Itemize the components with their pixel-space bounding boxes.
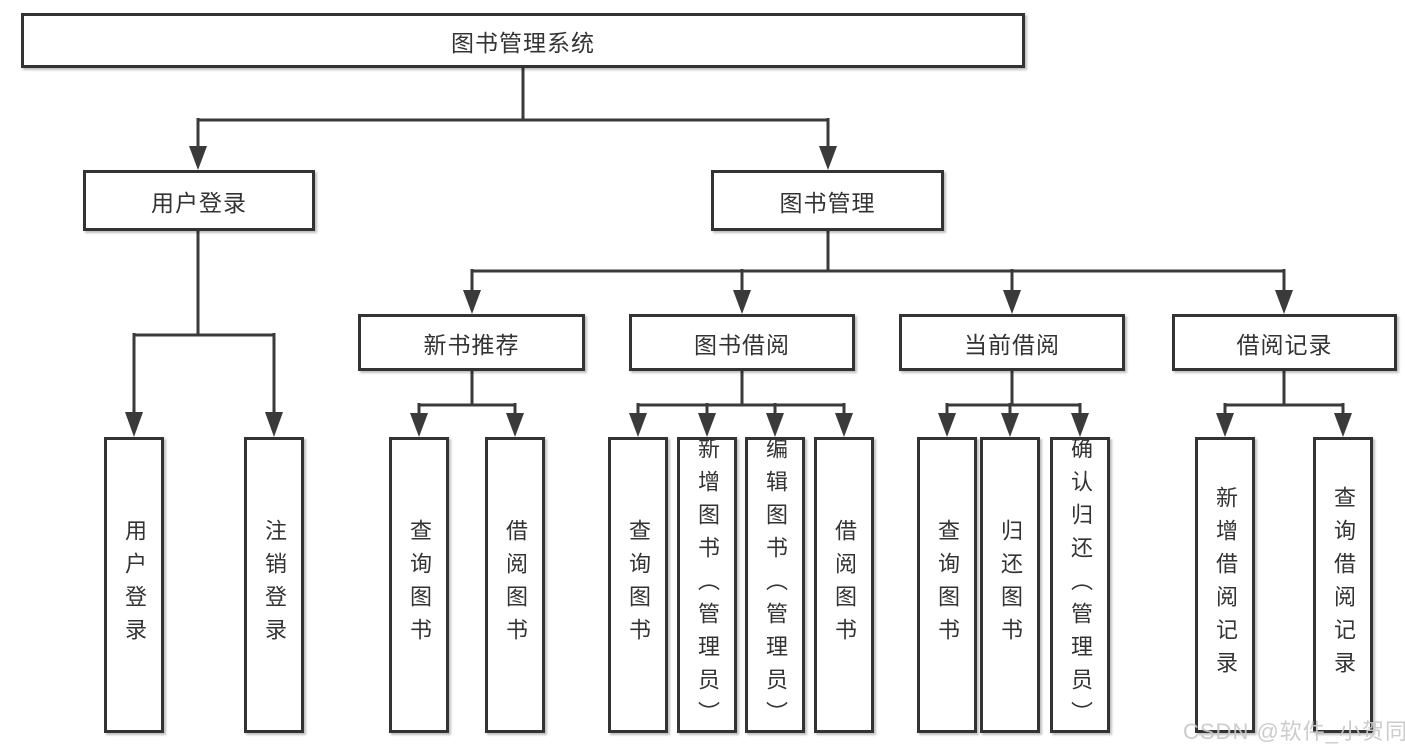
node-book-borrowing: 图书借阅 bbox=[629, 314, 855, 371]
node-query-books: 查询图书 bbox=[917, 437, 977, 733]
node-label: 注销登录 bbox=[262, 519, 287, 651]
node-label: 用户登录 bbox=[122, 519, 147, 651]
node-return-book: 归还图书 bbox=[980, 437, 1040, 733]
node-borrowing-records: 借阅记录 bbox=[1172, 314, 1397, 371]
node-user-login: 用户登录 bbox=[83, 170, 315, 231]
node-logout: 注销登录 bbox=[244, 437, 304, 733]
node-label: 查询图书 bbox=[935, 519, 960, 651]
node-label: 借阅图书 bbox=[832, 519, 857, 651]
node-confirm-return-admin: 确认归还（管理员） bbox=[1050, 436, 1110, 734]
csdn-watermark: CSDN @软件_小贺同学 bbox=[1183, 719, 1405, 744]
node-new-book-recommendation: 新书推荐 bbox=[358, 314, 585, 371]
node-label: 借阅图书 bbox=[503, 519, 528, 651]
node-label: 编辑图书（管理员） bbox=[763, 436, 788, 734]
node-book-management: 图书管理 bbox=[711, 170, 944, 231]
node-label: 确认归还（管理员） bbox=[1068, 436, 1093, 734]
node-user-login-leaf: 用户登录 bbox=[104, 437, 164, 733]
node-query-borrow-record: 查询借阅记录 bbox=[1313, 437, 1373, 733]
node-label: 新增借阅记录 bbox=[1213, 486, 1238, 684]
node-label: 归还图书 bbox=[998, 519, 1023, 651]
node-add-book-admin: 新增图书（管理员） bbox=[677, 436, 737, 734]
node-label: 查询借阅记录 bbox=[1331, 486, 1356, 684]
arrowheads bbox=[125, 146, 1352, 437]
node-label: 新增图书（管理员） bbox=[695, 436, 720, 734]
node-query-books: 查询图书 bbox=[389, 437, 449, 733]
node-label: 查询图书 bbox=[626, 519, 651, 651]
node-add-borrow-record: 新增借阅记录 bbox=[1195, 437, 1255, 733]
node-borrow-books: 借阅图书 bbox=[485, 437, 545, 733]
node-query-books: 查询图书 bbox=[608, 437, 668, 733]
node-root-library-system: 图书管理系统 bbox=[21, 13, 1025, 68]
node-current-borrowing: 当前借阅 bbox=[899, 314, 1125, 371]
node-label: 查询图书 bbox=[407, 519, 432, 651]
node-edit-book-admin: 编辑图书（管理员） bbox=[745, 436, 805, 734]
node-borrow-books: 借阅图书 bbox=[814, 437, 874, 733]
